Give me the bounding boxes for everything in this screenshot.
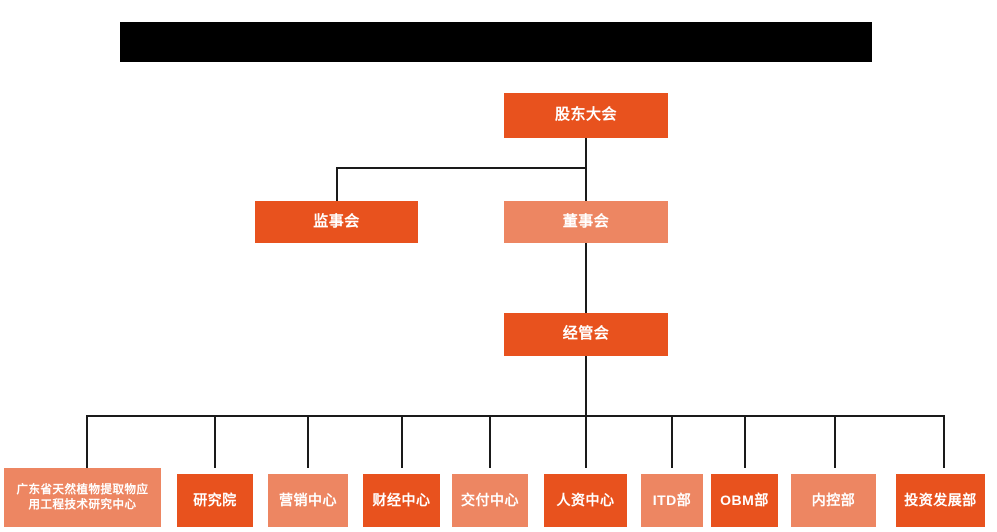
connector-drop-hr-center bbox=[585, 415, 587, 468]
node-obm-dept[interactable]: OBM部 bbox=[711, 474, 778, 527]
node-hr-center[interactable]: 人资中心 bbox=[544, 474, 627, 527]
connector-drop-internal-control-dept bbox=[834, 415, 836, 468]
node-finance-center[interactable]: 财经中心 bbox=[363, 474, 440, 527]
node-delivery-center-label: 交付中心 bbox=[461, 491, 519, 508]
node-board-of-directors-label: 董事会 bbox=[562, 212, 610, 230]
node-research-institute[interactable]: 研究院 bbox=[177, 474, 253, 527]
redacted-title-bar bbox=[120, 22, 872, 62]
connector-level2-bus bbox=[336, 167, 587, 169]
node-shareholders-label: 股东大会 bbox=[554, 106, 617, 124]
connector-drop-research-institute bbox=[214, 415, 216, 468]
connector-drop-itd-dept bbox=[671, 415, 673, 468]
connector-drop-investment-development-dept bbox=[943, 415, 945, 468]
connector-level4-bus bbox=[86, 415, 944, 417]
connector-board-to-management bbox=[585, 242, 587, 314]
connector-management-down bbox=[585, 356, 587, 416]
node-gd-research-center-label: 广东省天然植物提取物应 用工程技术研究中心 bbox=[16, 484, 149, 511]
node-internal-control-dept[interactable]: 内控部 bbox=[791, 474, 876, 527]
node-internal-control-dept-label: 内控部 bbox=[811, 491, 856, 508]
node-obm-dept-label: OBM部 bbox=[720, 491, 769, 508]
node-supervisory-board[interactable]: 监事会 bbox=[255, 201, 418, 243]
node-management-committee-label: 经管会 bbox=[562, 325, 610, 343]
node-marketing-center[interactable]: 营销中心 bbox=[268, 474, 348, 527]
node-supervisory-board-label: 监事会 bbox=[313, 212, 360, 230]
node-shareholders[interactable]: 股东大会 bbox=[504, 93, 668, 138]
node-investment-development-dept[interactable]: 投资发展部 bbox=[896, 474, 985, 527]
node-finance-center-label: 财经中心 bbox=[372, 491, 431, 508]
connector-drop-obm-dept bbox=[744, 415, 746, 468]
node-board-of-directors[interactable]: 董事会 bbox=[504, 201, 668, 243]
node-research-institute-label: 研究院 bbox=[193, 491, 237, 508]
node-gd-research-center[interactable]: 广东省天然植物提取物应 用工程技术研究中心 bbox=[4, 468, 161, 527]
node-itd-dept-label: ITD部 bbox=[652, 491, 692, 508]
node-marketing-center-label: 营销中心 bbox=[279, 491, 337, 508]
node-management-committee[interactable]: 经管会 bbox=[504, 313, 668, 356]
node-itd-dept[interactable]: ITD部 bbox=[641, 474, 703, 527]
connector-to-board-of-directors bbox=[585, 167, 587, 202]
connector-drop-gd-research-center bbox=[86, 415, 88, 468]
connector-drop-delivery-center bbox=[489, 415, 491, 468]
node-hr-center-label: 人资中心 bbox=[556, 491, 615, 508]
connector-to-supervisory-board bbox=[336, 167, 338, 202]
node-investment-development-dept-label: 投资发展部 bbox=[904, 491, 977, 508]
connector-drop-marketing-center bbox=[307, 415, 309, 468]
node-delivery-center[interactable]: 交付中心 bbox=[452, 474, 528, 527]
connector-drop-finance-center bbox=[401, 415, 403, 468]
connector-shareholders-down bbox=[585, 138, 587, 169]
